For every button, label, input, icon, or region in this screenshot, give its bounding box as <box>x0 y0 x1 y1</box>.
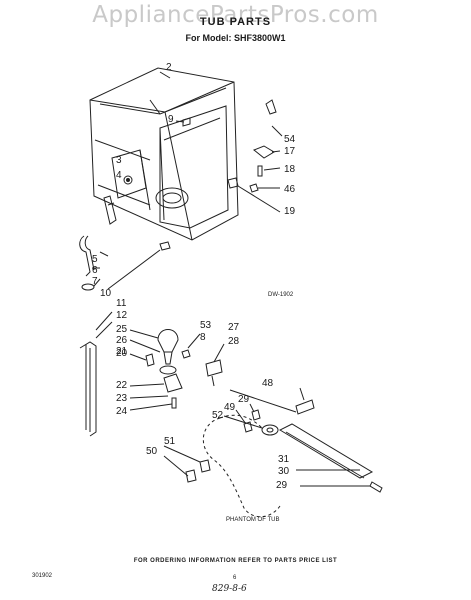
phantom-outline <box>202 414 281 518</box>
callout-26: 26 <box>116 335 128 346</box>
callout-3: 3 <box>116 155 122 166</box>
callout-29-lower: 29 <box>276 480 288 491</box>
callout-7: 7 <box>92 276 98 287</box>
model-line: For Model: SHF3800W1 <box>185 33 286 43</box>
fill-tube <box>79 341 97 437</box>
callout-28: 28 <box>228 336 240 347</box>
callout-9: 9 <box>168 114 174 125</box>
tub-body <box>89 67 239 241</box>
callout-4: 4 <box>116 170 122 181</box>
callout-8: 8 <box>200 332 206 343</box>
callout-6: 6 <box>92 265 98 276</box>
float-assembly <box>129 329 225 411</box>
page-number: 6 <box>233 575 237 581</box>
callout-23: 23 <box>116 393 128 404</box>
callout-5: 5 <box>92 254 98 265</box>
callout-46: 46 <box>284 184 296 195</box>
upper-hardware <box>159 71 283 213</box>
callout-25: 25 <box>116 324 128 335</box>
lower-left-screws <box>163 445 211 483</box>
callout-10: 10 <box>100 288 112 299</box>
callout-52: 52 <box>212 410 224 421</box>
watermark: AppliancePartsPros.com <box>92 2 379 28</box>
callout-19: 19 <box>284 206 296 217</box>
callout-30: 30 <box>278 466 290 477</box>
phantom-label: PHANTOM OF TUB <box>226 517 280 523</box>
callout-17: 17 <box>284 146 296 157</box>
callout-51: 51 <box>164 436 176 447</box>
callout-22: 22 <box>116 380 128 391</box>
callout-31: 31 <box>278 454 290 465</box>
callout-18: 18 <box>284 164 296 175</box>
callout-27: 27 <box>228 322 240 333</box>
ordering-note: FOR ORDERING INFORMATION REFER TO PARTS … <box>133 558 338 564</box>
callout-21: 21 <box>116 346 128 357</box>
callout-12: 12 <box>116 310 128 321</box>
drain-assembly <box>223 387 383 493</box>
page-code: 301902 <box>32 573 53 579</box>
callout-2: 2 <box>166 62 172 73</box>
callout-11: 11 <box>116 298 127 309</box>
callout-53: 53 <box>200 320 212 331</box>
callout-20: 20 <box>116 348 128 359</box>
callout-50: 50 <box>146 446 158 457</box>
leader-arrows <box>95 311 113 339</box>
callout-24: 24 <box>116 406 128 417</box>
diagram-id: DW-1902 <box>268 292 294 298</box>
callout-54: 54 <box>284 134 296 145</box>
callout-29-upper: 29 <box>238 394 250 405</box>
handwritten-note: 829-8-6 <box>212 584 247 594</box>
hose-group <box>79 235 171 291</box>
callout-49: 49 <box>224 402 236 413</box>
page-title: TUB PARTS <box>199 16 272 28</box>
callout-48: 48 <box>262 378 274 389</box>
